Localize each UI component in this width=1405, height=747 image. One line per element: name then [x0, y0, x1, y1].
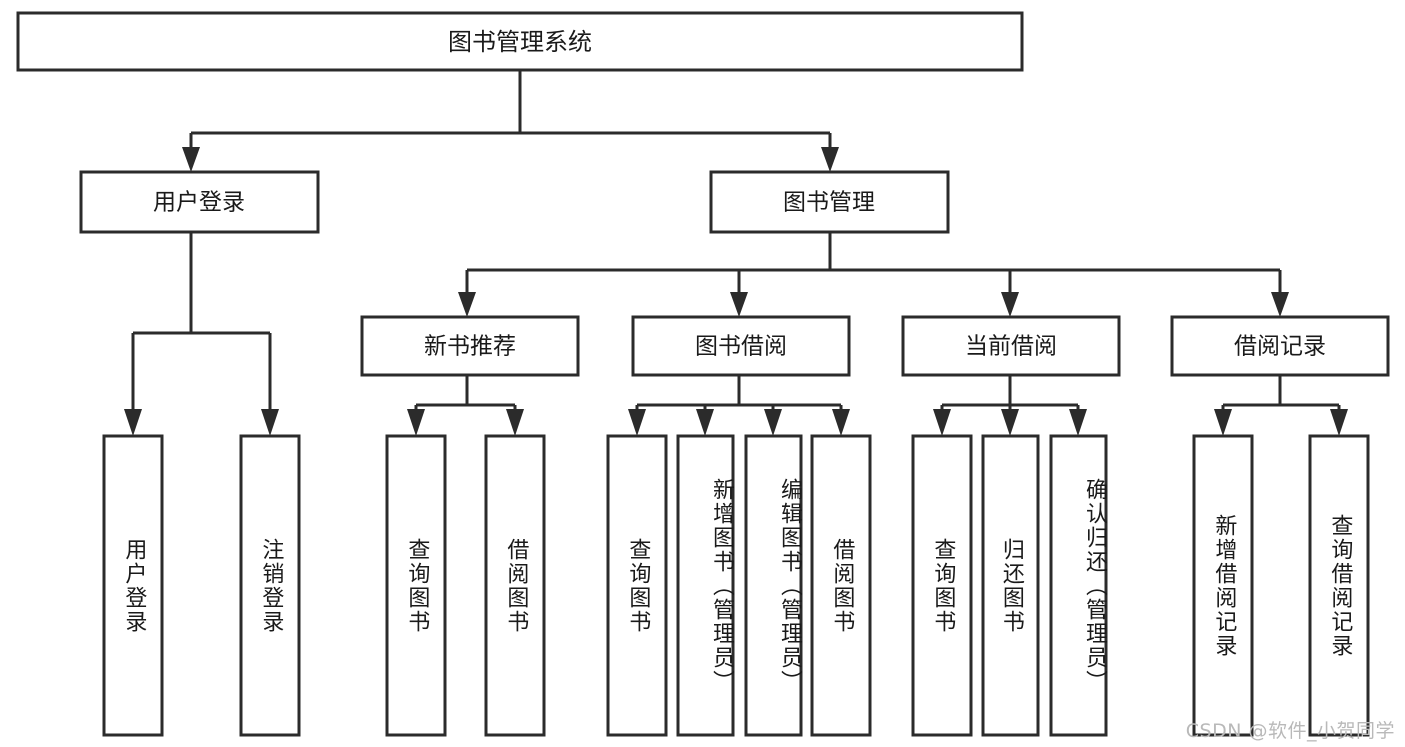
node-current-borrow-box[interactable] [901, 315, 1121, 377]
arrow-head-user-login [182, 147, 200, 172]
arrow-head-leaf-borrow-book-1 [506, 409, 524, 436]
arrow-head-new-book-recommend [458, 292, 476, 317]
node-root[interactable]: 图书管理系统 [16, 11, 1024, 72]
node-book-management[interactable]: 图书管理 [709, 170, 950, 234]
node-book-borrow-box[interactable] [631, 315, 851, 377]
node-book-management-label: 图书管理 [783, 190, 875, 216]
node-book-borrow[interactable]: 图书借阅 [631, 315, 851, 377]
node-root-box[interactable] [16, 11, 1024, 72]
arrow-head-current-borrow [1001, 292, 1019, 317]
arrow-head-leaf-query-book-3 [933, 409, 951, 436]
node-book-borrow-label: 图书借阅 [695, 334, 787, 360]
node-leaf-query-book-1-box[interactable] [385, 434, 447, 737]
arrow-head-leaf-confirm-return-admin [1069, 409, 1087, 436]
connector-group-current-borrow [933, 375, 1087, 436]
node-leaf-edit-book-admin-box[interactable] [744, 434, 803, 737]
node-new-book-recommend[interactable]: 新书推荐 [360, 315, 580, 377]
node-leaf-logout-login-box[interactable] [239, 434, 301, 737]
node-current-borrow-label: 当前借阅 [965, 334, 1057, 360]
connector-group-root [182, 70, 839, 172]
node-new-book-recommend-box[interactable] [360, 315, 580, 377]
node-leaf-confirm-return-admin-box[interactable] [1049, 434, 1108, 737]
node-borrow-record-label: 借阅记录 [1234, 334, 1326, 360]
arrow-head-book-borrow [730, 292, 748, 317]
node-leaf-user-login-box[interactable] [102, 434, 164, 737]
connector-group-book-borrow [628, 375, 850, 436]
node-leaf-query-borrow-record-box[interactable] [1308, 434, 1370, 737]
node-leaf-return-book-box[interactable] [981, 434, 1040, 737]
node-borrow-record-box[interactable] [1170, 315, 1390, 377]
arrow-head-leaf-edit-book-admin [764, 409, 782, 436]
arrow-head-leaf-logout-login [261, 409, 279, 436]
node-leaf-add-borrow-record-box[interactable] [1192, 434, 1254, 737]
connector-group-borrow-record [1214, 375, 1348, 436]
arrow-head-leaf-borrow-book-2 [832, 409, 850, 436]
arrow-head-book-management [821, 147, 839, 172]
node-root-label: 图书管理系统 [448, 28, 592, 56]
arrow-head-leaf-query-book-1 [407, 409, 425, 436]
connector-group-user-login [124, 232, 279, 436]
node-current-borrow[interactable]: 当前借阅 [901, 315, 1121, 377]
node-user-login-label: 用户登录 [153, 190, 245, 216]
arrow-head-borrow-record [1271, 292, 1289, 317]
node-book-management-box[interactable] [709, 170, 950, 234]
arrow-head-leaf-add-borrow-record [1214, 409, 1232, 436]
arrow-head-leaf-user-login [124, 409, 142, 436]
node-leaf-query-book-2-box[interactable] [606, 434, 668, 737]
arrow-head-leaf-query-borrow-record [1330, 409, 1348, 436]
node-leaf-add-book-admin-box[interactable] [676, 434, 735, 737]
connector-group-new-book-recommend [407, 375, 524, 436]
node-user-login[interactable]: 用户登录 [79, 170, 320, 234]
arrow-head-leaf-return-book [1001, 409, 1019, 436]
node-user-login-box[interactable] [79, 170, 320, 234]
arrow-head-leaf-add-book-admin [696, 409, 714, 436]
node-borrow-record[interactable]: 借阅记录 [1170, 315, 1390, 377]
node-leaf-query-book-3-box[interactable] [911, 434, 973, 737]
node-new-book-recommend-label: 新书推荐 [424, 334, 516, 360]
node-leaf-borrow-book-1-box[interactable] [484, 434, 546, 737]
node-leaf-borrow-book-2-box[interactable] [810, 434, 872, 737]
watermark-text: CSDN @软件_小贺同学 [1185, 720, 1395, 742]
arrow-head-leaf-query-book-2 [628, 409, 646, 436]
connector-group-book-management [458, 232, 1289, 317]
